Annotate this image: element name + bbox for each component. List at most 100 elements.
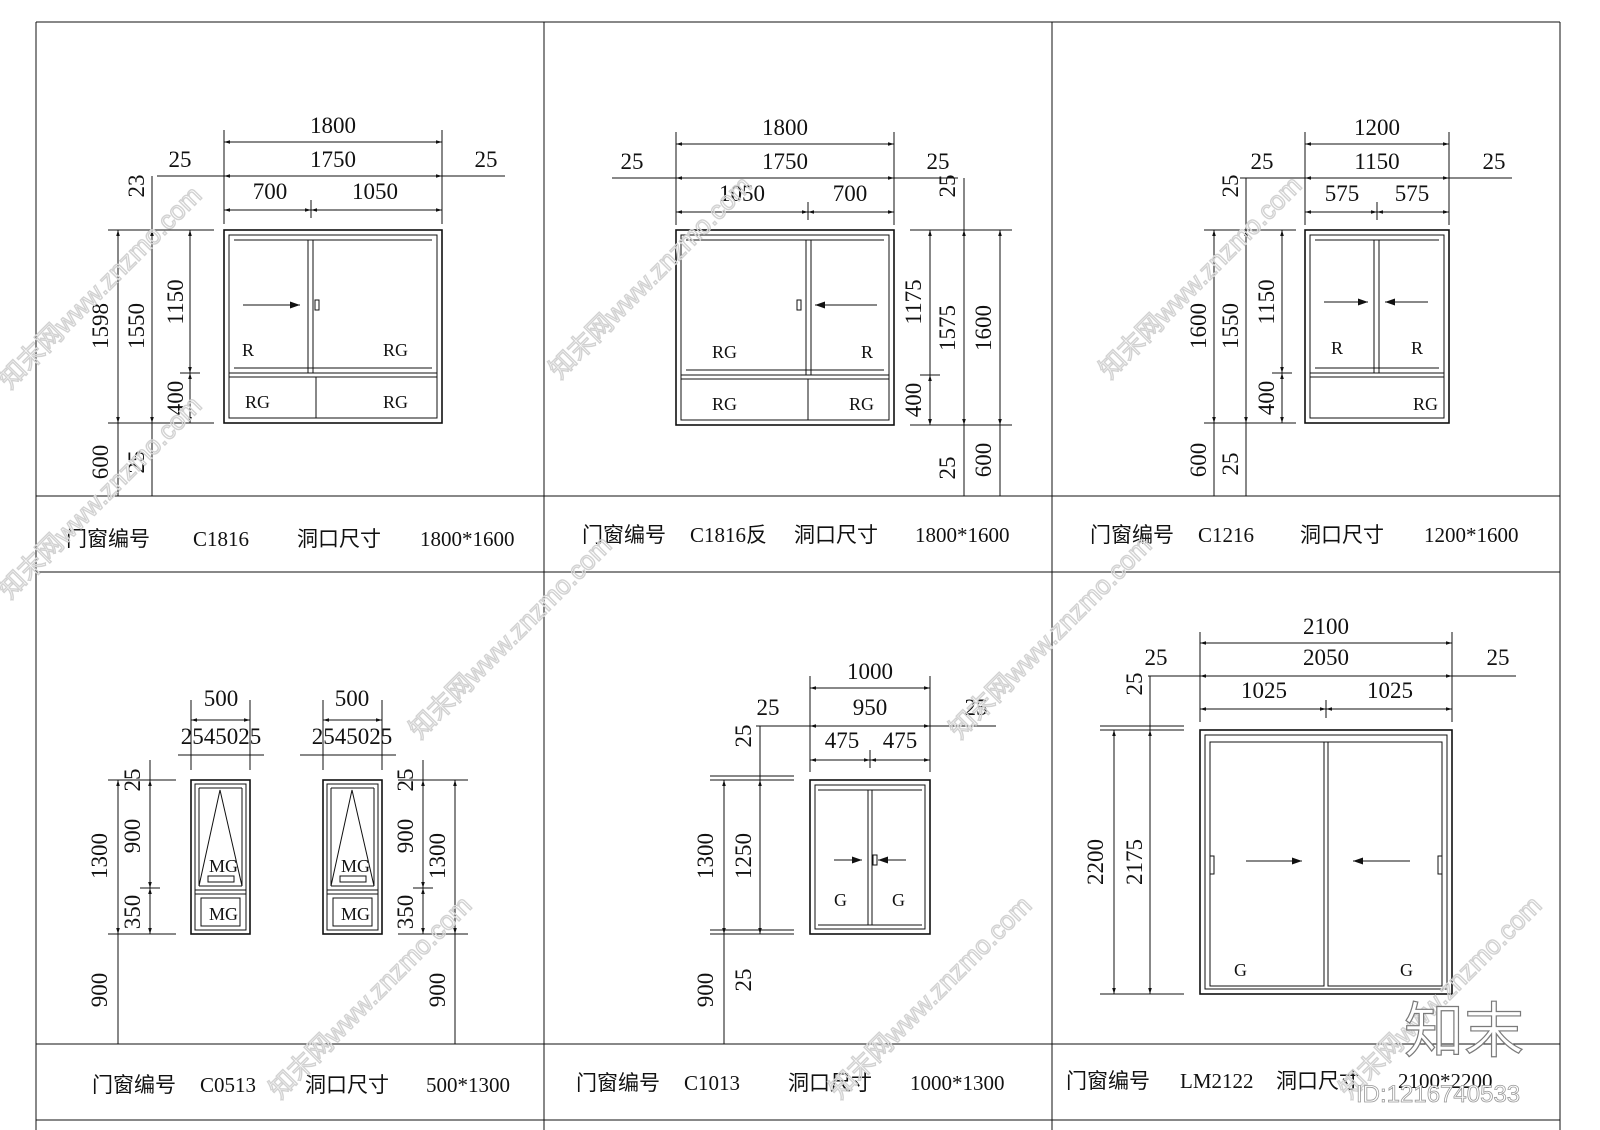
dim-top-offset: 25 (1218, 175, 1243, 198)
caption-code-label: 门窗编号 (1090, 523, 1174, 547)
caption-size-value: 1200*1600 (1424, 523, 1519, 547)
image-id-watermark: ID:1216740533 (1356, 1081, 1520, 1108)
window-elevation (675, 229, 895, 426)
watermark-text: 知末网www.znzmo.com (1093, 170, 1307, 384)
dim-height-upper: 900 (120, 819, 145, 854)
sheet-grid (35, 21, 1561, 1130)
dim-sill-height: 600 (1186, 443, 1211, 478)
caption-code-value: LM2122 (1180, 1069, 1254, 1093)
window-elevation (1304, 229, 1450, 424)
caption-code-label: 门窗编号 (1066, 1069, 1150, 1093)
cell-label: MG (209, 856, 238, 876)
caption-code-label: 门窗编号 (576, 1071, 660, 1095)
dim-top-offset: 25 (731, 725, 756, 748)
watermark-text: 知末网www.znzmo.com (943, 530, 1157, 744)
cell-label: MG (341, 904, 370, 924)
dim-width: 1800 (762, 115, 808, 140)
dim-sash-right: 1050 (352, 179, 398, 204)
dim-inner-width: 1750 (762, 149, 808, 174)
dimension-lines (612, 132, 1012, 496)
dim-height-total: 1600 (1186, 303, 1211, 349)
dim-width: 500 (204, 686, 239, 711)
cell-label: R (1411, 338, 1423, 358)
dim-height-lower: 400 (901, 383, 926, 418)
dim-width: 2100 (1303, 614, 1349, 639)
cell-label: RG (245, 392, 270, 412)
dim-height-upper: 1175 (901, 279, 926, 324)
dim-height-total: 1598 (88, 303, 113, 349)
dim-left-margin: 25 (1145, 645, 1168, 670)
cell-label: R (861, 342, 873, 362)
dim-height-lower: 350 (120, 895, 145, 930)
dim-left-margin: 25 (169, 147, 192, 172)
dim-right-margin: 25 (1483, 149, 1506, 174)
cell-label: RG (1413, 394, 1438, 414)
dim-width: 500 (335, 686, 370, 711)
cell-label: RG (383, 392, 408, 412)
caption-size-value: 500*1300 (426, 1073, 510, 1097)
dim-inner-width: 1150 (1354, 149, 1399, 174)
dim-left-margin: 25 (1251, 149, 1274, 174)
cell-label: MG (341, 856, 370, 876)
dim-width: 1000 (847, 659, 893, 684)
caption-code-label: 门窗编号 (92, 1073, 176, 1097)
dim-inner-width: 2050 (1303, 645, 1349, 670)
panel-lm2122: 2100 25 2050 25 1025 1025 25 2200 2175 G… (1066, 614, 1516, 1093)
dimension-lines (710, 676, 996, 1044)
cell-label: R (242, 340, 254, 360)
cell-label: RG (383, 340, 408, 360)
dim-sill-offset: 25 (935, 457, 960, 480)
caption-code-value: C1013 (684, 1071, 740, 1095)
dim-sill-height: 900 (87, 973, 112, 1008)
dim-right-margin: 25 (475, 147, 498, 172)
cell-label: G (892, 890, 905, 910)
dim-sash-left: 1050 (719, 181, 765, 206)
dim-right-margin: 25 (927, 149, 950, 174)
dim-height-total: 1600 (971, 305, 996, 351)
dim-top-offset: 25 (120, 769, 145, 792)
dim-sash-right: 700 (833, 181, 868, 206)
caption-size-label: 洞口尺寸 (794, 523, 878, 547)
dim-height-lower: 400 (1254, 381, 1279, 416)
dimension-lines (1204, 132, 1512, 496)
dimension-lines (108, 130, 505, 496)
caption-code-value: C1816 (193, 527, 249, 551)
panel-c1013: 1000 25 950 25 475 475 25 1300 1250 900 … (576, 659, 1005, 1095)
dim-left-margin: 25 (621, 149, 644, 174)
dim-sill-height: 600 (88, 445, 113, 480)
caption-code-value: C0513 (200, 1073, 256, 1097)
dim-height-frame: 1550 (124, 303, 149, 349)
dim-inner-width: 1750 (310, 147, 356, 172)
dim-height-frame: 1575 (935, 305, 960, 351)
dim-sill-offset: 25 (731, 969, 756, 992)
dim-left-margin: 25 (757, 695, 780, 720)
caption-code-value: C1216 (1198, 523, 1254, 547)
brand-watermark-logo: 知末 (1404, 997, 1524, 1067)
dim-sash-right: 475 (883, 728, 918, 753)
dim-sill-height: 900 (425, 973, 450, 1008)
caption-size-label: 洞口尺寸 (788, 1071, 872, 1095)
dim-height-upper: 1150 (163, 279, 188, 324)
dim-sash-left: 575 (1325, 181, 1360, 206)
dim-width: 1200 (1354, 115, 1400, 140)
dim-height-total: 2200 (1083, 839, 1108, 885)
window-elevation (809, 779, 931, 935)
dim-sash-left: 475 (825, 728, 860, 753)
dim-margins: 2545025 (312, 724, 393, 749)
caption-size-value: 2100*2200 (1398, 1069, 1493, 1093)
dim-height-lower: 400 (163, 381, 188, 416)
caption-size-label: 洞口尺寸 (305, 1073, 389, 1097)
cell-label: MG (209, 904, 238, 924)
dim-height-frame: 1250 (731, 833, 756, 879)
dim-sash-left: 700 (253, 179, 288, 204)
cell-label: G (1234, 960, 1247, 980)
caption-size-value: 1800*1600 (420, 527, 515, 551)
caption-size-value: 1000*1300 (910, 1071, 1005, 1095)
dim-sash-right: 575 (1395, 181, 1430, 206)
caption-size-label: 洞口尺寸 (1300, 523, 1384, 547)
dim-top-offset: 25 (935, 175, 960, 198)
dim-inner-width: 950 (853, 695, 888, 720)
panel-c0513: 500 2545025 500 2545025 25 1300 900 350 … (87, 686, 510, 1097)
caption-code-label: 门窗编号 (66, 527, 150, 551)
